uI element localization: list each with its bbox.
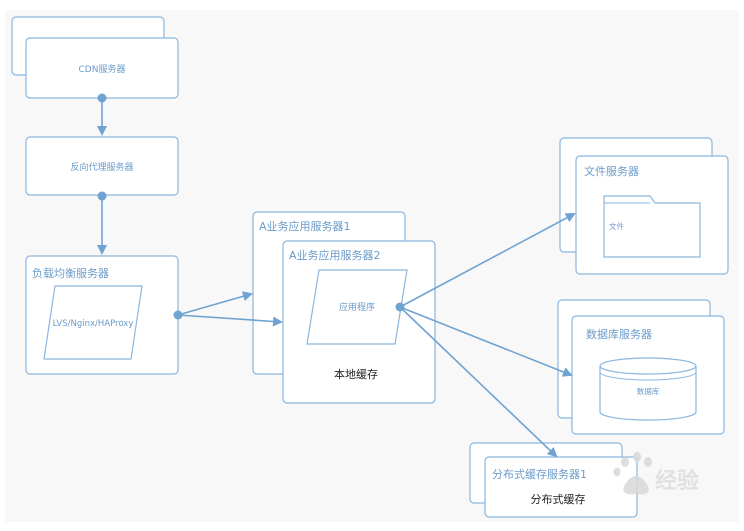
- local-cache-label: 本地缓存: [334, 367, 378, 381]
- cdn-server-node: CDN服务器: [11, 16, 179, 99]
- app-server-2-label: A业务应用服务器2: [289, 248, 381, 262]
- reverse-proxy-label: 反向代理服务器: [70, 161, 133, 173]
- app-program-label: 应用程序: [339, 301, 375, 313]
- db-server-node: 数据库服务器 数据库: [557, 299, 725, 435]
- db-server-label: 数据库服务器: [586, 327, 652, 341]
- file-server-label: 文件服务器: [584, 164, 639, 178]
- edge-dot: [395, 302, 405, 312]
- file-label: 文件: [609, 221, 624, 231]
- reverse-proxy-node: 反向代理服务器: [25, 136, 179, 196]
- cdn-server-label: CDN服务器: [79, 63, 126, 75]
- edge-dot: [173, 310, 183, 320]
- file-server-node: 文件服务器 文件: [559, 137, 729, 275]
- edge-lb-to-app2: [177, 314, 283, 327]
- edge-app-to-cache: [399, 306, 558, 458]
- edge-dot: [97, 191, 107, 201]
- lb-software-label: LVS/Nginx/HAProxy: [53, 319, 134, 329]
- connectors: [97, 93, 576, 458]
- edge-app-to-file: [399, 213, 576, 308]
- edge-dot: [97, 93, 107, 103]
- app-program-shape: [306, 269, 408, 345]
- edge-lb-to-app1: [177, 291, 253, 316]
- database-icon: [599, 357, 697, 421]
- lb-software-shape: [43, 285, 143, 360]
- folder-icon: [603, 195, 701, 258]
- baidu-watermark: 经验: [613, 452, 699, 495]
- app-server-2-node: A业务应用服务器2 应用程序 本地缓存: [282, 240, 436, 404]
- app-server-1-label: A业务应用服务器1: [259, 219, 351, 233]
- load-balancer-node: 负载均衡服务器 LVS/Nginx/HAProxy: [25, 255, 179, 375]
- dist-cache-label: 分布式缓存: [531, 492, 586, 506]
- database-label: 数据库: [637, 386, 660, 396]
- svg-text:经验: 经验: [655, 468, 699, 494]
- dist-cache-server-label: 分布式缓存服务器1: [492, 467, 587, 481]
- dist-cache-node: 分布式缓存服务器1 分布式缓存: [469, 442, 638, 518]
- edge-app-to-db: [399, 306, 573, 377]
- load-balancer-label: 负载均衡服务器: [32, 266, 109, 280]
